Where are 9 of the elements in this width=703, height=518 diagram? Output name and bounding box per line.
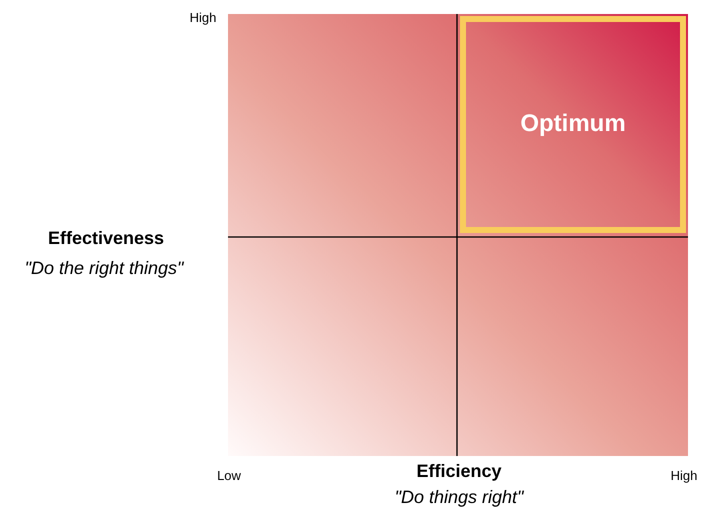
axis-subtitle: "Do the right things" — [24, 258, 184, 279]
axis-end-label: High — [190, 10, 216, 25]
quadrant-label: Optimum — [520, 110, 626, 138]
axis-end-label: Low — [217, 468, 241, 483]
axis-title: Effectiveness — [48, 228, 164, 249]
axis-title: Efficiency — [416, 461, 502, 482]
axis-subtitle: "Do things right" — [394, 487, 524, 508]
axis-end-label: High — [670, 468, 698, 483]
quadrant-box — [460, 16, 686, 233]
